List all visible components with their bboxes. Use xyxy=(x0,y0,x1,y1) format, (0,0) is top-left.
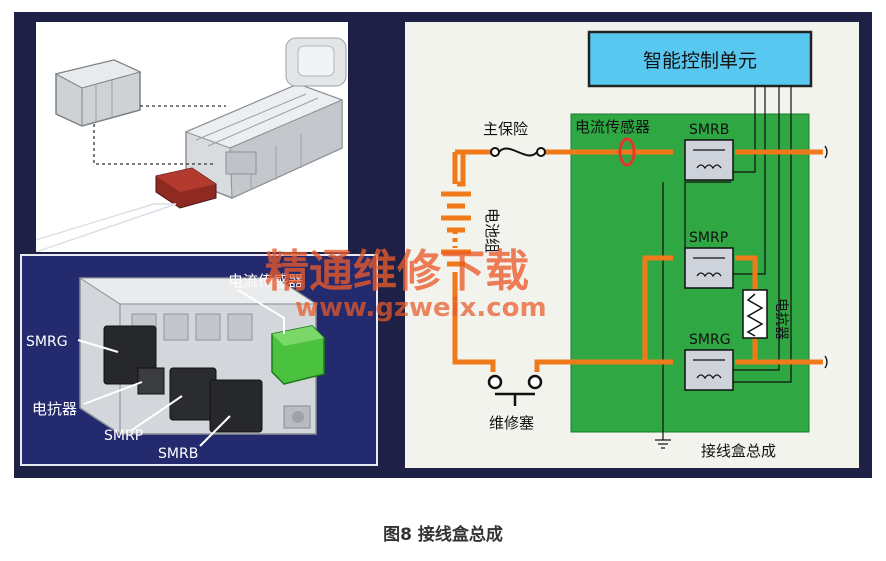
resistor-image xyxy=(137,367,165,395)
smrp-label: SMRP xyxy=(689,230,728,246)
current-sensor-symbol xyxy=(618,137,636,167)
output-terminal-negative xyxy=(824,355,828,369)
control-signal-lines xyxy=(655,86,792,449)
smrp-relay-image xyxy=(169,367,217,421)
photo-label-smrg: SMRG xyxy=(26,334,68,350)
battery-assembly-image xyxy=(184,37,347,199)
main-fuse-symbol xyxy=(490,147,546,157)
resistor-symbol xyxy=(742,289,768,339)
photo-label-smrb: SMRB xyxy=(158,446,198,462)
figure-caption: 图8 接线盒总成 xyxy=(383,525,503,545)
battery-label: 电池组 xyxy=(483,208,501,253)
hv-wires xyxy=(452,149,823,372)
control-unit-label: 智能控制单元 xyxy=(643,50,757,72)
assembly-photo xyxy=(0,22,348,253)
smrg-relay-symbol xyxy=(684,349,734,391)
battery-symbol xyxy=(441,191,471,267)
current-sensor-image xyxy=(271,325,325,385)
output-terminal-positive xyxy=(824,145,828,159)
main-fuse-label: 主保险 xyxy=(483,120,528,138)
red-connector-image xyxy=(155,167,217,209)
service-plug-label: 维修塞 xyxy=(489,414,534,432)
smrb-relay-symbol xyxy=(684,139,734,181)
smrb-relay-image xyxy=(209,379,263,433)
circuit-diagram: 智能控制单元 xyxy=(405,22,859,468)
smrp-relay-symbol xyxy=(684,247,734,289)
junction-box-label: 接线盒总成 xyxy=(701,442,776,460)
control-unit-box xyxy=(587,30,813,88)
junction-box-image xyxy=(54,59,142,127)
service-plug-symbol xyxy=(487,374,543,406)
photo-label-current-sensor: 电流传感器 xyxy=(228,272,303,290)
junction-box-closeup: 电流传感器 SMRG 电抗器 SMRP SMRB xyxy=(20,254,378,466)
smrb-label: SMRB xyxy=(689,122,729,138)
resistor-label: 电抗器 xyxy=(773,298,789,340)
photo-label-smrp: SMRP xyxy=(104,428,143,444)
photo-label-resistor: 电抗器 xyxy=(32,400,77,418)
current-sensor-label: 电流传感器 xyxy=(575,118,650,136)
smrg-label: SMRG xyxy=(689,332,731,348)
